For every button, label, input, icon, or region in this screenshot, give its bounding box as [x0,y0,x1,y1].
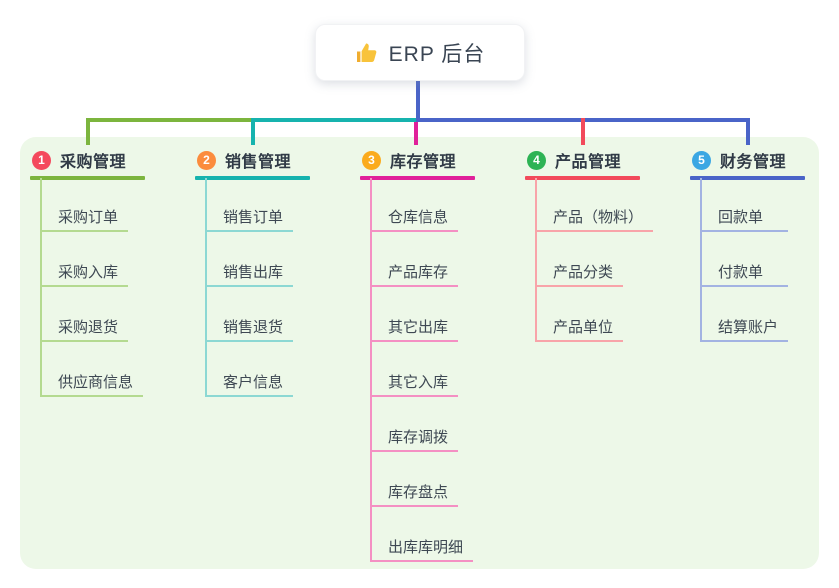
tree-connector [700,178,702,341]
mind-item[interactable]: 其它出库 [370,315,459,342]
branch-drop-5 [746,118,750,145]
branch-badge: 4 [527,150,546,170]
mind-item[interactable]: 客户信息 [205,370,294,397]
tree-connector [535,178,537,341]
mind-item[interactable]: 出库库明细 [370,535,474,562]
mind-item[interactable]: 采购退货 [40,315,129,342]
branch-drop-3 [414,122,418,145]
thumbs-up-icon [356,43,377,62]
mind-item[interactable]: 销售订单 [205,205,294,232]
branch-header-purchase[interactable]: 1 采购管理 [30,149,185,171]
mind-item[interactable]: 其它入库 [370,370,459,397]
mind-item[interactable]: 产品库存 [370,260,459,287]
branch-header-sales[interactable]: 2 销售管理 [195,149,350,171]
branch-underline [690,176,805,180]
mind-item[interactable]: 销售出库 [205,260,294,287]
branch-label: 财务管理 [720,154,787,171]
mind-item[interactable]: 销售退货 [205,315,294,342]
branch-label: 库存管理 [390,154,457,171]
mind-item[interactable]: 产品分类 [535,260,624,287]
branch-underline [195,176,310,180]
mind-item[interactable]: 库存盘点 [370,480,459,507]
connector-horizontal-green [86,118,255,122]
mind-item[interactable]: 产品单位 [535,315,624,342]
branch-header-finance[interactable]: 5 财务管理 [690,149,839,171]
mind-item[interactable]: 回款单 [700,205,788,232]
branch-badge: 5 [692,150,711,170]
branch-sales: 2 销售管理 销售订单 销售出库 销售退货 客户信息 [195,149,350,397]
branches-panel [20,137,819,569]
branch-drop-4 [581,118,585,145]
branch-drop-1 [86,118,90,145]
tree-connector [205,178,207,396]
branch-label: 采购管理 [60,154,127,171]
branch-underline [360,176,475,180]
branch-header-product[interactable]: 4 产品管理 [525,149,680,171]
root-label: ERP 后台 [388,42,486,66]
mind-item[interactable]: 付款单 [700,260,788,287]
connector-horizontal-teal [251,118,420,122]
root-node[interactable]: ERP 后台 [315,24,525,81]
branch-inventory: 3 库存管理 仓库信息 产品库存 其它出库 其它入库 库存调拨 库存盘点 出库库… [360,149,515,562]
mind-item[interactable]: 结算账户 [700,315,789,342]
mind-item[interactable]: 采购入库 [40,260,129,287]
mind-item[interactable]: 产品（物料） [535,205,654,232]
branch-underline [30,176,145,180]
tree-connector [40,178,42,396]
branch-header-inventory[interactable]: 3 库存管理 [360,149,515,171]
mind-item[interactable]: 供应商信息 [40,370,144,397]
branch-badge: 2 [197,150,216,170]
branch-drop-2 [251,118,255,145]
tree-connector [370,178,372,561]
branch-finance: 5 财务管理 回款单 付款单 结算账户 [690,149,839,342]
branch-badge: 3 [362,150,381,170]
branch-purchase: 1 采购管理 采购订单 采购入库 采购退货 供应商信息 [30,149,185,397]
branch-product: 4 产品管理 产品（物料） 产品分类 产品单位 [525,149,680,342]
branch-label: 产品管理 [555,154,622,171]
branch-label: 销售管理 [225,154,292,171]
mind-item[interactable]: 采购订单 [40,205,129,232]
branch-underline [525,176,640,180]
mind-item[interactable]: 仓库信息 [370,205,459,232]
mind-item[interactable]: 库存调拨 [370,425,459,452]
root-connector-line [416,80,420,121]
branch-badge: 1 [32,150,51,170]
